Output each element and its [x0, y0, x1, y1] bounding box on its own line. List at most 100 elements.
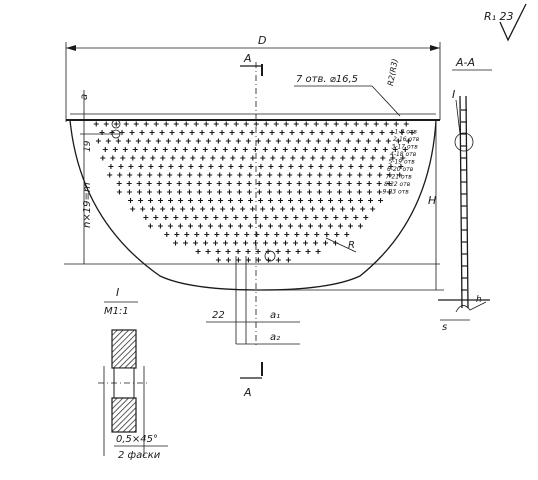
perforation-hole [363, 215, 369, 220]
row-span-label: n×19=m [82, 182, 93, 228]
perforation-hole [268, 164, 274, 169]
perforation-hole [209, 130, 215, 135]
row-mark: 9-23 отв [383, 189, 410, 196]
perforation-hole [218, 164, 224, 169]
perforation-hole [339, 130, 345, 135]
perforation-hole [368, 198, 374, 203]
perforation-hole [324, 232, 330, 237]
perforation-hole [135, 138, 141, 144]
perforation-hole [193, 121, 199, 127]
perforation-hole [153, 215, 159, 220]
perforation-hole [286, 181, 292, 186]
perforation-hole [206, 189, 212, 195]
perforation-hole [400, 155, 406, 161]
perforation-hole [300, 206, 306, 212]
perforation-hole [244, 232, 250, 237]
perforation-hole [178, 198, 184, 203]
perforation-hole [330, 155, 336, 161]
perforation-hole [296, 181, 302, 186]
perforation-hole [196, 189, 202, 195]
perforation-hole [189, 130, 195, 135]
perforation-hole [196, 181, 202, 186]
perforation-hole [383, 121, 389, 127]
perforation-hole [174, 232, 180, 237]
perforation-hole [177, 223, 183, 229]
perforation-hole [264, 232, 270, 237]
perforation-hole [262, 147, 268, 152]
pitch-a-label: a [79, 94, 90, 100]
perforation-hole [234, 232, 240, 237]
perforation-hole [357, 223, 363, 229]
perforation-hole [116, 189, 122, 195]
perforation-hole [322, 147, 328, 152]
perforation-hole [206, 181, 212, 186]
perforation-hole [195, 138, 201, 144]
perforation-hole [195, 249, 201, 254]
perforation-hole [370, 155, 376, 161]
perforation-hole [288, 164, 294, 169]
perforation-hole [343, 121, 349, 127]
perforation-hole [277, 172, 283, 178]
perforation-hole [232, 147, 238, 152]
perforation-hole [329, 130, 335, 135]
perforation-hole [214, 232, 220, 237]
perforation-hole [175, 138, 181, 144]
perforation-hole [363, 121, 369, 127]
dim-s-label: s [442, 322, 447, 333]
perforation-hole [187, 223, 193, 229]
perforation-hole [220, 206, 226, 212]
perforation-hole [333, 215, 339, 220]
perforation-hole [338, 164, 344, 169]
perforation-hole [285, 138, 291, 144]
perforation-hole [248, 164, 254, 169]
perforation-hole [184, 232, 190, 237]
perforation-hole [133, 121, 139, 127]
section-mark-bottom-label: A [243, 386, 252, 399]
perforation-hole [149, 130, 155, 135]
perforation-hole [362, 147, 368, 152]
radius-label: R [348, 240, 355, 251]
perforation-hole [267, 172, 273, 178]
sheet-reference: R₁ 23 [484, 10, 514, 23]
perforation-hole [208, 198, 214, 203]
perforation-hole [275, 257, 281, 263]
perforation-hole [103, 121, 109, 127]
perforation-hole [365, 138, 371, 144]
perforation-hole [349, 130, 355, 135]
perforation-hole [314, 232, 320, 237]
perforation-hole [390, 155, 396, 161]
perforation-hole [237, 223, 243, 229]
perforation-hole [309, 130, 315, 135]
perforation-hole [258, 164, 264, 169]
perforation-hole [243, 215, 249, 220]
perforation-hole [293, 215, 299, 220]
perforation-hole [367, 172, 373, 178]
perforation-hole [276, 181, 282, 186]
perforation-hole [338, 198, 344, 203]
row-mark: 7-21 отв [386, 174, 413, 181]
perforation-hole [353, 121, 359, 127]
perforation-hole [249, 130, 255, 135]
perforation-hole [256, 189, 262, 195]
perforation-hole [297, 223, 303, 229]
perforation-hole [130, 155, 136, 161]
perforation-hole [228, 164, 234, 169]
perforation-hole [307, 172, 313, 178]
perforation-hole [308, 198, 314, 203]
perforation-hole [102, 147, 108, 152]
perforation-hole [343, 215, 349, 220]
perforation-hole [203, 215, 209, 220]
perforation-hole [312, 147, 318, 152]
perforation-hole [183, 121, 189, 127]
perforation-hole [409, 130, 415, 135]
perforation-hole [283, 121, 289, 127]
perforation-hole [294, 232, 300, 237]
perforation-hole [337, 223, 343, 229]
perforation-hole [359, 130, 365, 135]
perforation-hole [316, 189, 322, 195]
perforation-hole [316, 181, 322, 186]
perforation-hole [178, 164, 184, 169]
perforation-hole [166, 181, 172, 186]
perforation-hole [152, 147, 158, 152]
perforation-hole [197, 172, 203, 178]
